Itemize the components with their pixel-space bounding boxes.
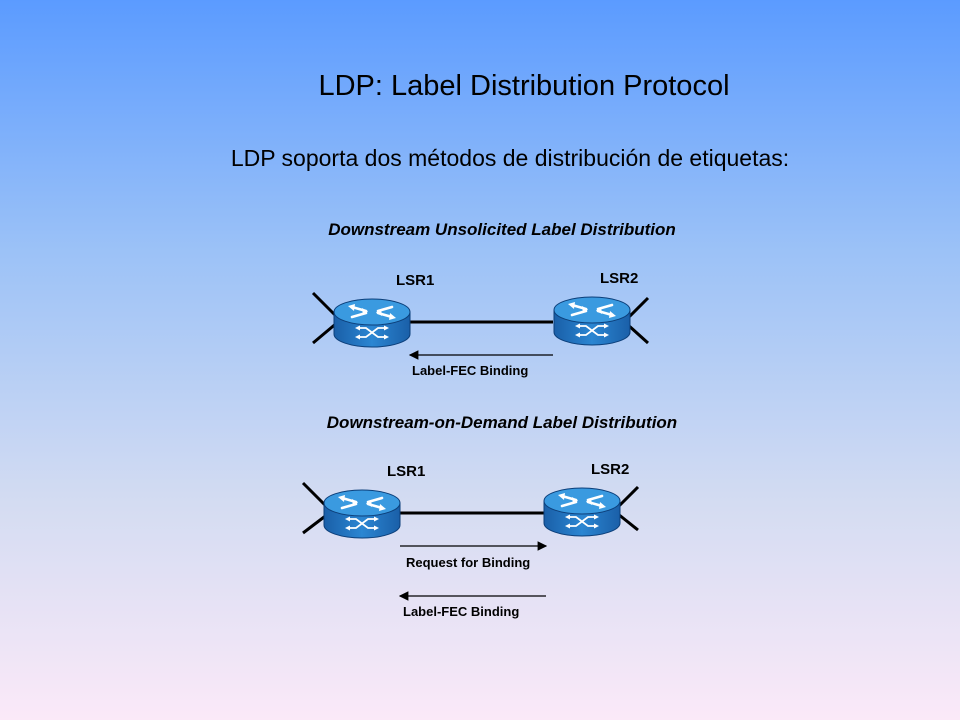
router-label-lsr1: LSR1	[396, 272, 435, 289]
router-label-lsr1: LSR1	[387, 463, 426, 480]
arrow-label-text: Request for Binding	[406, 555, 531, 570]
interface-line	[616, 485, 640, 509]
interface-line	[626, 323, 650, 345]
router-label-lsr2: LSR2	[600, 270, 639, 287]
diagram-2	[301, 481, 640, 601]
diagram-2-heading: Downstream-on-Demand Label Distribution	[326, 413, 678, 432]
arrow-label-text: Label-FEC Binding	[403, 604, 520, 619]
diagram-1-heading: Downstream Unsolicited Label Distributio…	[328, 220, 676, 239]
router-icon-lsr1	[322, 488, 402, 540]
router-label-lsr2: LSR2	[591, 461, 630, 478]
router-icon-lsr1	[332, 297, 412, 349]
router-icon-lsr2	[552, 295, 632, 347]
slide-subtitle: LDP soporta dos métodos de distribución …	[230, 145, 790, 171]
interface-line	[626, 296, 650, 320]
router-icon-lsr2	[542, 486, 622, 538]
diagram-1	[311, 291, 650, 360]
interface-line	[617, 512, 639, 532]
arrow-label-text: Label-FEC Binding	[412, 363, 529, 378]
slide-title: LDP: Label Distribution Protocol	[318, 70, 730, 102]
